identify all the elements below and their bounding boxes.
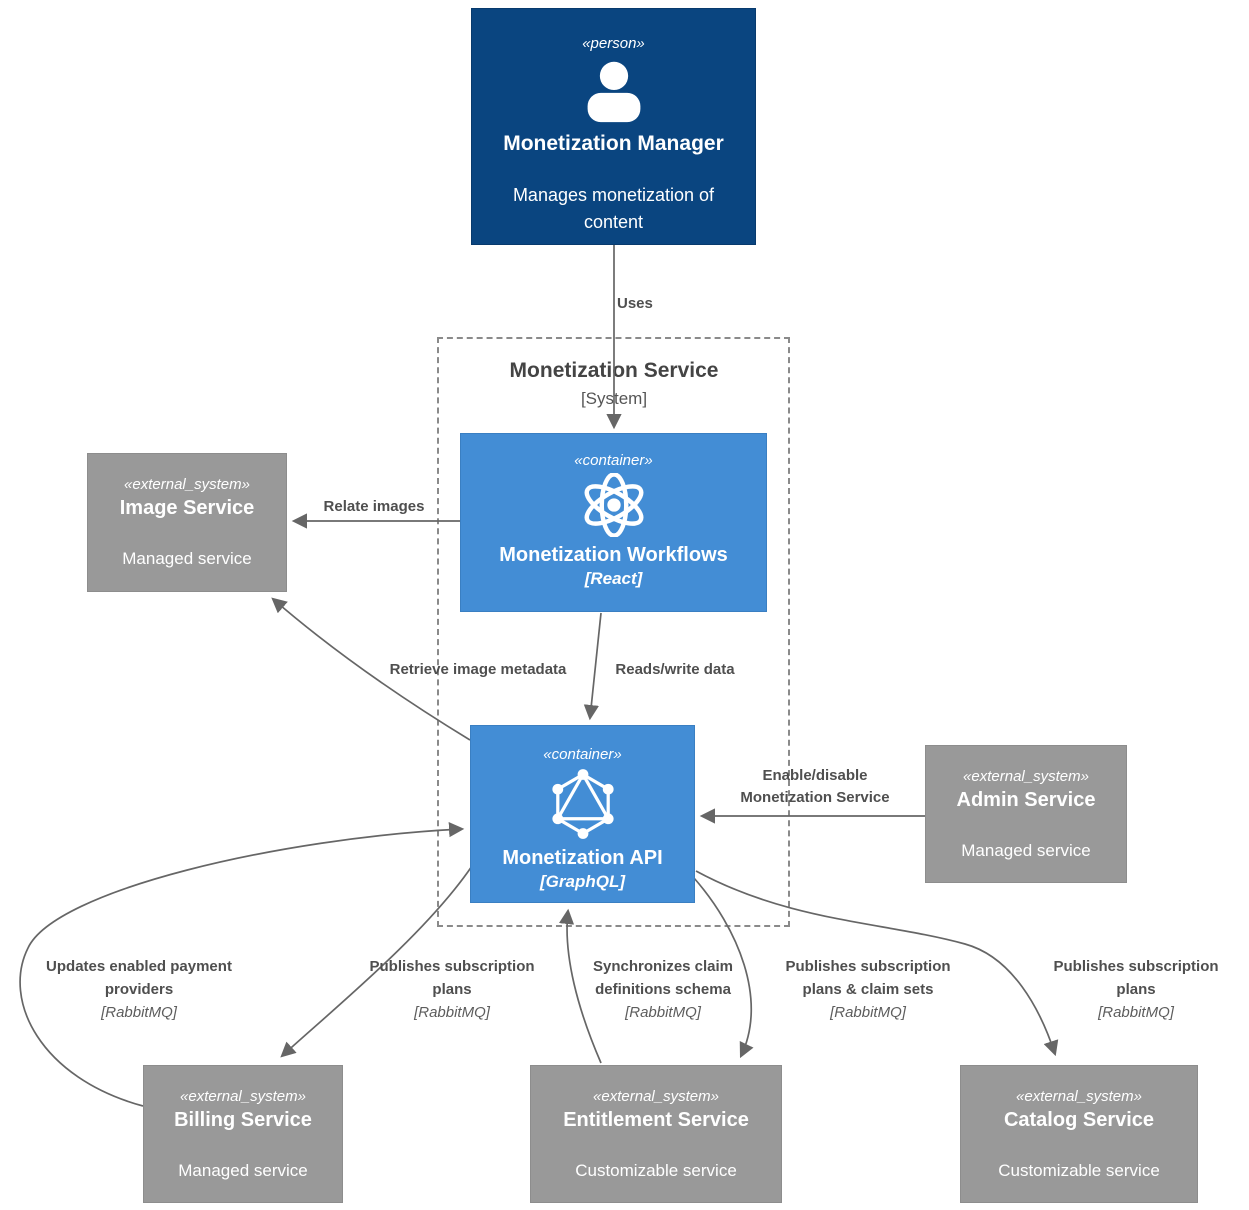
graphql-icon (545, 766, 621, 842)
image-service-name: Image Service (119, 497, 255, 519)
api-stereotype: «container» (543, 746, 622, 763)
billing-service-name: Billing Service (174, 1109, 312, 1131)
label-publish-plans-catalog: Publishes subscription plans [RabbitMQ] (1053, 958, 1219, 1021)
label-retrieve-image-metadata: Retrieve image metadata (389, 661, 567, 678)
external-entitlement-service: «external_system» Entitlement Service Cu… (530, 1065, 782, 1203)
admin-service-name: Admin Service (956, 789, 1096, 811)
external-image-service: «external_system» Image Service Managed … (87, 453, 287, 592)
person-name: Monetization Manager (503, 132, 724, 155)
entitlement-service-stereotype: «external_system» (593, 1088, 719, 1105)
catalog-service-description: Customizable service (998, 1161, 1160, 1180)
api-tech: [GraphQL] (540, 872, 625, 891)
entitlement-service-description: Customizable service (575, 1161, 737, 1180)
catalog-service-stereotype: «external_system» (1016, 1088, 1142, 1105)
image-service-stereotype: «external_system» (124, 476, 250, 493)
person-stereotype: «person» (582, 35, 645, 52)
catalog-service-name: Catalog Service (1003, 1109, 1155, 1131)
billing-service-stereotype: «external_system» (180, 1088, 306, 1105)
react-icon (573, 472, 655, 538)
container-monetization-api: «container» Monetization API [GraphQL] (470, 725, 695, 903)
label-updates-payment-providers: Updates enabled payment providers [Rabbi… (46, 958, 232, 1021)
boundary-title: Monetization Service (509, 359, 719, 382)
api-name: Monetization API (502, 847, 663, 869)
label-publish-plans-claim-sets: Publishes subscription plans & claim set… (785, 958, 951, 1021)
workflows-stereotype: «container» (574, 452, 653, 469)
billing-service-description: Managed service (178, 1161, 308, 1180)
container-monetization-workflows: «container» Monetization Workflows [Reac… (460, 433, 767, 612)
person-description: Manages monetization of content (512, 185, 715, 232)
external-billing-service: «external_system» Billing Service Manage… (143, 1065, 343, 1203)
label-publish-plans-billing: Publishes subscription plans [RabbitMQ] (369, 958, 535, 1021)
admin-service-stereotype: «external_system» (963, 768, 1089, 785)
label-enable-disable: Enable/disable Monetization Service (740, 767, 890, 806)
external-admin-service: «external_system» Admin Service Managed … (925, 745, 1127, 883)
workflows-name: Monetization Workflows (499, 544, 728, 566)
entitlement-service-name: Entitlement Service (563, 1109, 749, 1131)
image-service-description: Managed service (122, 549, 252, 568)
label-reads-write-data: Reads/write data (615, 661, 735, 678)
person-icon (581, 58, 647, 124)
workflows-tech: [React] (584, 569, 643, 588)
external-catalog-service: «external_system» Catalog Service Custom… (960, 1065, 1198, 1203)
label-relate-images: Relate images (323, 498, 425, 515)
boundary-subtitle: [System] (580, 389, 648, 408)
label-uses: Uses (617, 295, 653, 312)
label-sync-claim-definitions: Synchronizes claim definitions schema [R… (592, 958, 734, 1021)
admin-service-description: Managed service (961, 841, 1091, 860)
person-monetization-manager: «person» Monetization Manager Manages mo… (471, 8, 756, 245)
